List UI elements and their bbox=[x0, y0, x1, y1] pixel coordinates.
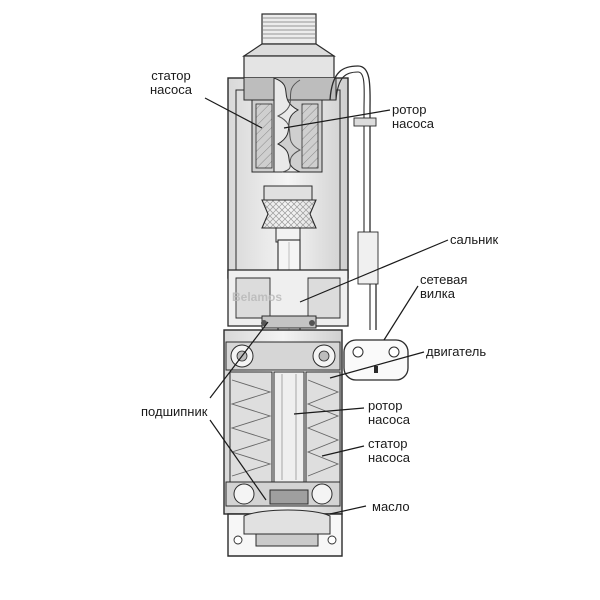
oil-chamber bbox=[227, 509, 343, 557]
power-plug bbox=[343, 339, 409, 381]
leader-gland bbox=[299, 239, 449, 303]
motor-rotor bbox=[273, 371, 305, 483]
pump-housing bbox=[227, 77, 349, 279]
label-bearing: подшипник bbox=[141, 404, 208, 419]
leader-plug bbox=[383, 285, 419, 341]
bottom-bearing bbox=[225, 481, 341, 507]
label-motor: двигатель bbox=[426, 344, 487, 359]
motor-stator bbox=[229, 371, 341, 483]
label-stator-pump-top: статор насоса bbox=[150, 68, 193, 97]
label-rotor-pump-bottom: ротор насоса bbox=[368, 398, 411, 427]
watermark: Belamos bbox=[232, 290, 283, 304]
leader-stator-bottom bbox=[321, 445, 365, 457]
leader-oil bbox=[329, 505, 367, 515]
label-rotor-pump-top: ротор насоса bbox=[392, 102, 435, 131]
leader-motor bbox=[329, 351, 425, 379]
leader-lines bbox=[204, 97, 449, 515]
leader-bearing-upper bbox=[209, 321, 269, 399]
gland-section bbox=[227, 269, 349, 329]
coupling bbox=[261, 185, 317, 243]
outlet-fitting bbox=[242, 13, 336, 79]
label-stator-pump-bottom: статор насоса bbox=[368, 436, 411, 465]
leader-rotor-top bbox=[283, 109, 391, 129]
pump-rotor-top bbox=[273, 77, 302, 173]
label-gland: сальник bbox=[450, 232, 499, 247]
leader-stator-top bbox=[204, 97, 263, 129]
label-oil: масло bbox=[372, 499, 410, 514]
leader-bearing-lower bbox=[209, 419, 267, 501]
leader-rotor-bottom bbox=[293, 407, 365, 415]
label-power-plug: сетевая вилка bbox=[420, 272, 468, 301]
